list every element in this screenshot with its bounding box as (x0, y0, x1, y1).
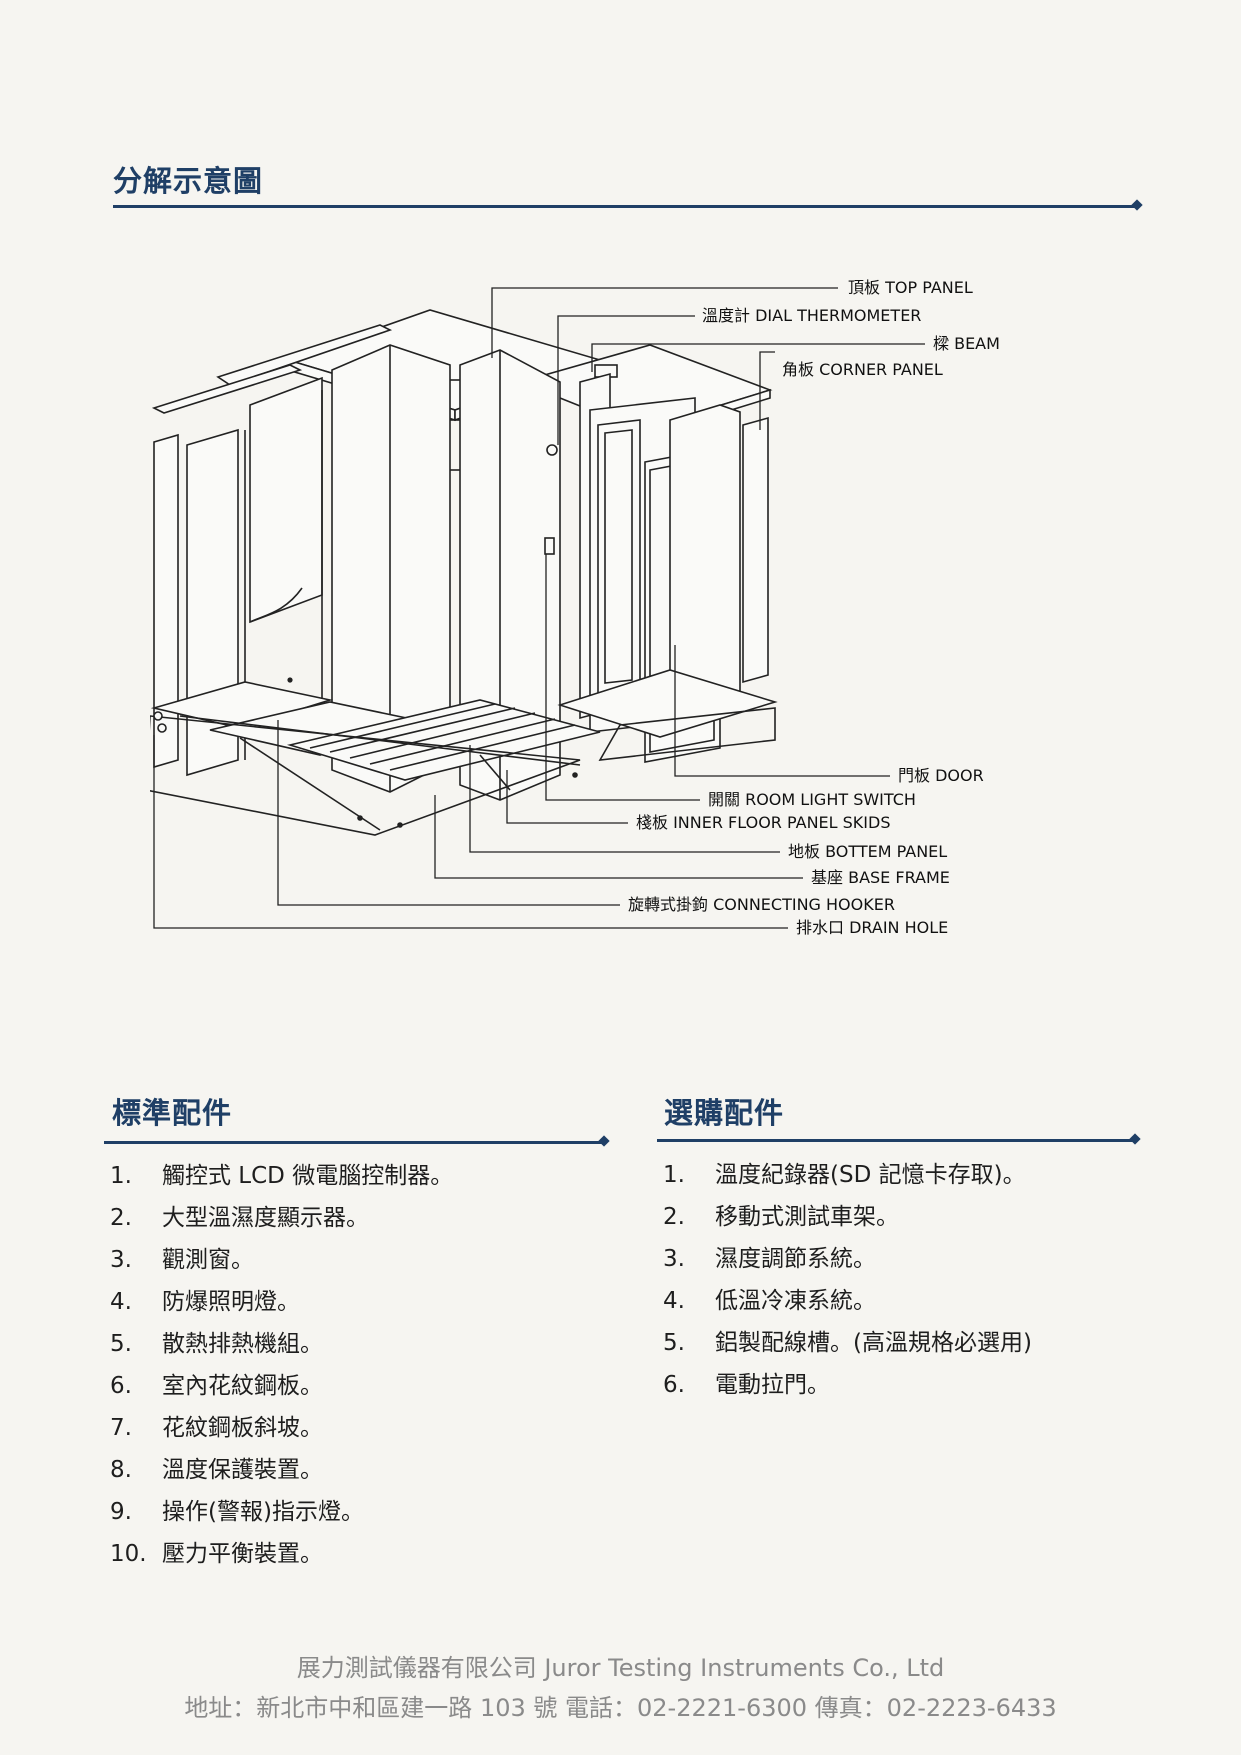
list-item: 4.防爆照明燈。 (110, 1289, 300, 1315)
optional-section-title: 選購配件 (664, 1096, 785, 1130)
callout-top-panel: 頂板 TOP PANEL (848, 278, 973, 297)
callout-beam: 樑 BEAM (933, 334, 1000, 353)
list-item: 3.濕度調節系統。 (663, 1246, 876, 1272)
footer-company: 展力測試儀器有限公司 Juror Testing Instruments Co.… (296, 1654, 945, 1682)
standard-section-title: 標準配件 (112, 1096, 233, 1130)
standard-section-rule (104, 1141, 604, 1144)
callout-bottem-panel: 地板 BOTTEM PANEL (788, 842, 947, 861)
callout-labels: 頂板 TOP PANEL 溫度計 DIAL THERMOMETER 樑 BEAM… (628, 278, 1000, 937)
callout-door: 門板 DOOR (898, 766, 984, 785)
footer-contact: 地址：新北市中和區建一路 103 號 電話：02-2221-6300 傳真：02… (184, 1694, 1057, 1722)
list-item: 6.電動拉門。 (663, 1372, 830, 1398)
list-item: 3.觀測窗。 (110, 1247, 254, 1273)
callout-leaders (153, 287, 925, 929)
list-item: 10.壓力平衡裝置。 (110, 1541, 323, 1567)
list-item: 1.溫度紀錄器(SD 記憶卡存取)。 (663, 1162, 1026, 1188)
exploded-diagram: 頂板 TOP PANEL 溫度計 DIAL THERMOMETER 樑 BEAM… (150, 270, 1130, 1060)
list-item: 2.大型溫濕度顯示器。 (110, 1205, 369, 1231)
standard-accessory-list: 1.觸控式 LCD 微電腦控制器。 2.大型溫濕度顯示器。 3.觀測窗。 4.防… (110, 1155, 610, 1575)
cold-room-linework (150, 309, 778, 836)
list-item: 5.鋁製配線槽。(高溫規格必選用) (663, 1330, 1032, 1356)
list-item: 1.觸控式 LCD 微電腦控制器。 (110, 1163, 454, 1189)
list-item: 7.花紋鋼板斜坡。 (110, 1415, 323, 1441)
list-item: 2.移動式測試車架。 (663, 1204, 899, 1230)
list-item: 4.低溫冷凍系統。 (663, 1288, 876, 1314)
callout-room-light-switch: 開關 ROOM LIGHT SWITCH (708, 790, 916, 809)
list-item: 6.室內花紋鋼板。 (110, 1373, 323, 1399)
list-item: 5.散熱排熱機組。 (110, 1331, 323, 1357)
list-item: 8.溫度保護裝置。 (110, 1457, 323, 1483)
optional-accessory-list: 1.溫度紀錄器(SD 記憶卡存取)。 2.移動式測試車架。 3.濕度調節系統。 … (663, 1154, 1143, 1406)
diagram-section-title: 分解示意圖 (113, 164, 264, 198)
callout-dial-thermometer: 溫度計 DIAL THERMOMETER (702, 306, 921, 325)
callout-floor-panel-skids: 棧板 INNER FLOOR PANEL SKIDS (636, 813, 891, 832)
diagram-section-rule (113, 205, 1137, 208)
list-item: 9.操作(警報)指示燈。 (110, 1499, 364, 1525)
callout-base-frame: 基座 BASE FRAME (811, 868, 950, 887)
optional-section-rule (657, 1139, 1135, 1142)
callout-corner-panel: 角板 CORNER PANEL (782, 360, 943, 379)
exploded-diagram-drawing: 頂板 TOP PANEL 溫度計 DIAL THERMOMETER 樑 BEAM… (150, 278, 1000, 937)
callout-connecting-hooker: 旋轉式掛鉤 CONNECTING HOOKER (628, 895, 895, 914)
callout-drain-hole: 排水口 DRAIN HOLE (796, 918, 948, 937)
